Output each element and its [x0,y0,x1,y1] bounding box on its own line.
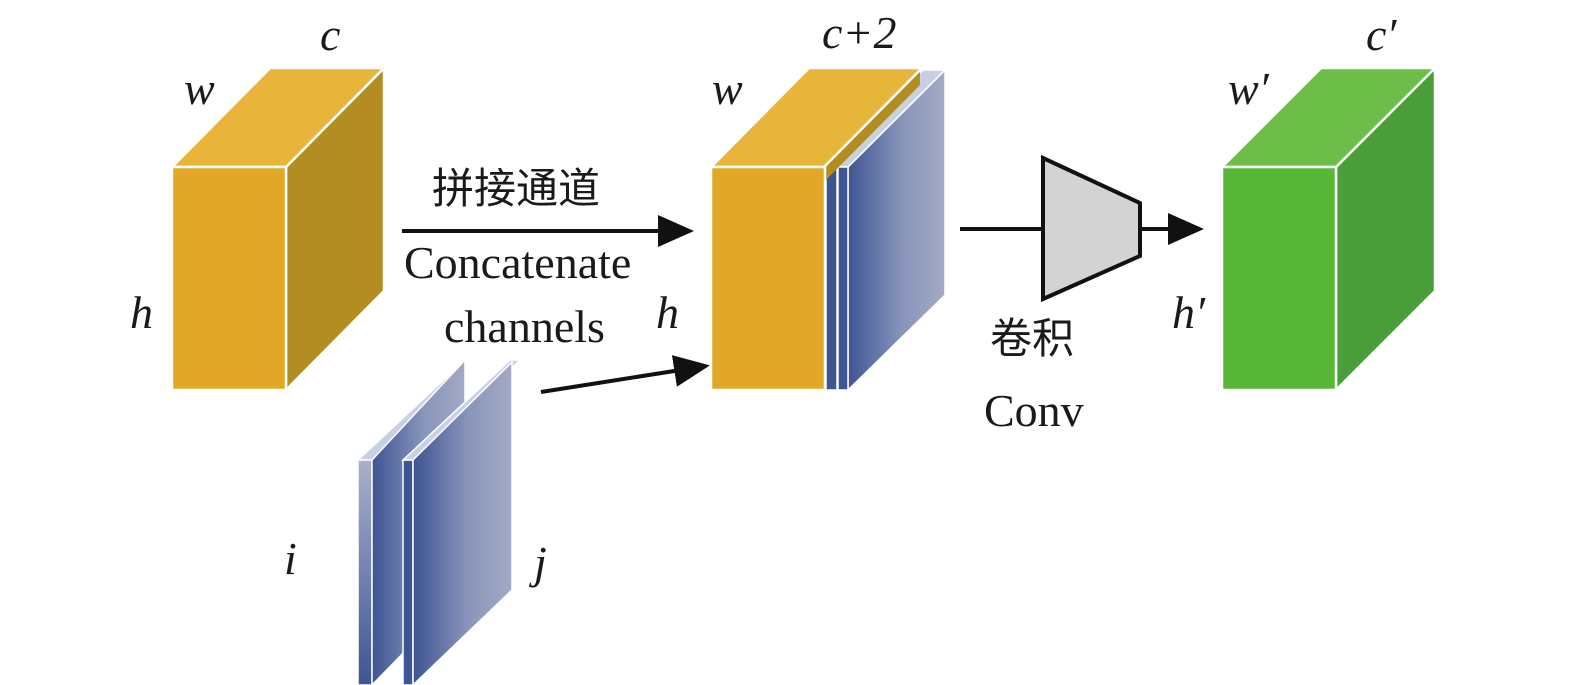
output-block [1218,64,1439,394]
output-block-front [1220,165,1338,392]
concat-arrow-bottom [540,355,710,394]
output-label-w: w′ [1228,63,1269,114]
output-label-h: h′ [1172,287,1206,338]
concat-block [708,66,947,392]
input-label-c: c [320,9,341,60]
input-label-w: w [184,63,215,114]
concat-plane-i-edge [825,166,838,391]
concat-label-en-2: channels [444,301,605,352]
plane-label-j: j [534,537,547,588]
concat-block-side [824,70,920,182]
output-label-c: c′ [1366,9,1397,60]
input-block [169,64,387,394]
concat-label-en-1: Concatenate [404,237,632,288]
plane-i-face [357,459,373,685]
plane-label-i: i [284,533,297,584]
coordinate-plane-j [401,359,522,685]
concat-block-front [709,165,827,392]
concat-label-h: h [656,287,679,338]
input-block-front [170,165,288,392]
input-label-h: h [130,287,153,338]
concat-label-c: c+2 [822,7,897,58]
concat-plane-j-edge [837,166,849,391]
conv-label-cn: 卷积 [990,314,1075,363]
plane-j-edge [402,459,414,685]
concat-label-w: w [712,63,743,114]
conv-trapezoid [1041,154,1142,303]
plane-j-face [412,360,513,685]
conv-label-en: Conv [984,385,1084,436]
concat-label-cn: 拼接通道 [432,164,601,213]
